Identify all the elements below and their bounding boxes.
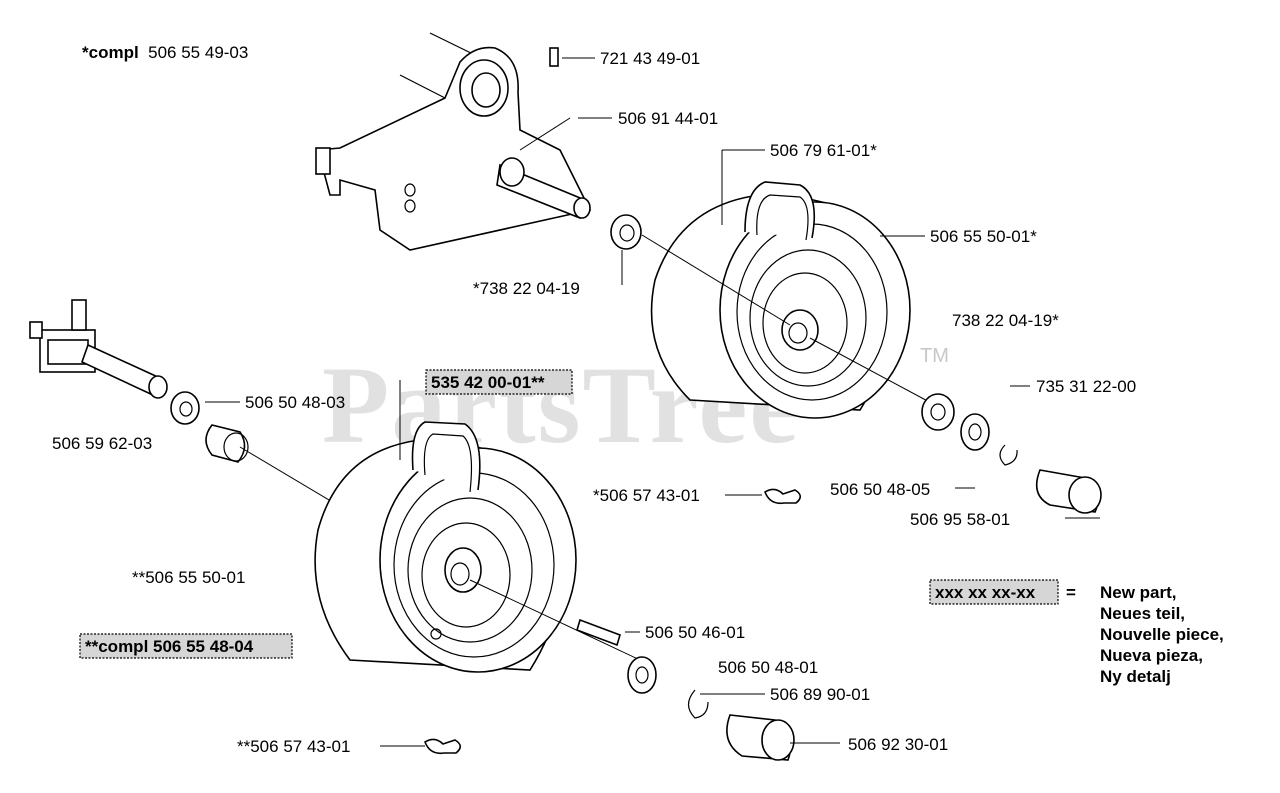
legend-equals: = bbox=[1066, 583, 1076, 602]
legend-line-de: Neues teil, bbox=[1100, 604, 1185, 623]
label-compl-bottom-boxed[interactable]: **compl 506 55 48-04 bbox=[79, 633, 293, 659]
label-bearing-a[interactable]: *738 22 04-19 bbox=[473, 279, 580, 298]
label-washer-right[interactable]: 506 50 48-05 bbox=[830, 480, 930, 499]
label-kit-boxed[interactable]: 535 42 00-01** bbox=[425, 369, 573, 395]
part-labels: *compl 506 55 49-03 721 43 49-01 506 91 … bbox=[52, 43, 1136, 756]
top-wheel bbox=[641, 181, 936, 419]
legend: xxx xx xx-xx = New part, Neues teil, Nou… bbox=[929, 579, 1224, 686]
legend-line-es: Nueva pieza, bbox=[1100, 646, 1203, 665]
washer-bottom-shape bbox=[627, 656, 657, 694]
leader-lines bbox=[205, 57, 1100, 747]
label-compl-bottom-text: **compl 506 55 48-04 bbox=[85, 637, 254, 656]
clip-mid-shape bbox=[764, 488, 802, 505]
bearing-b-shape bbox=[921, 393, 955, 431]
legend-swatch bbox=[929, 579, 1059, 605]
spacer-left-shape bbox=[205, 424, 246, 463]
label-shaft-right[interactable]: 735 31 22-00 bbox=[1036, 377, 1136, 396]
legend-line-sv: Ny detalj bbox=[1100, 667, 1171, 686]
label-washer-bottom[interactable]: 506 50 48-01 bbox=[718, 658, 818, 677]
watermark-tm: TM bbox=[920, 345, 949, 367]
bearing-a-shape bbox=[610, 214, 642, 250]
label-clip-mid[interactable]: *506 57 43-01 bbox=[593, 486, 700, 505]
label-key[interactable]: 506 50 46-01 bbox=[645, 623, 745, 642]
bottom-hub-parts bbox=[576, 618, 795, 761]
retainer-bottom-shape bbox=[687, 689, 709, 719]
left-bracket bbox=[29, 299, 456, 576]
pin-shape bbox=[549, 47, 559, 67]
clip-bottom-shape bbox=[424, 738, 462, 755]
label-cap-right[interactable]: 506 95 58-01 bbox=[910, 510, 1010, 529]
label-clip-bottom[interactable]: **506 57 43-01 bbox=[237, 737, 350, 756]
retainer-right-shape bbox=[999, 444, 1018, 466]
label-pin[interactable]: 721 43 49-01 bbox=[600, 49, 700, 68]
label-compl-top: *compl 506 55 49-03 bbox=[82, 43, 248, 62]
label-tire-b[interactable]: **506 55 50-01 bbox=[132, 568, 245, 587]
label-cap-bottom[interactable]: 506 92 30-01 bbox=[848, 735, 948, 754]
key-shape bbox=[576, 618, 621, 647]
legend-line-en: New part, bbox=[1100, 583, 1177, 602]
label-retainer-bottom[interactable]: 506 89 90-01 bbox=[770, 685, 870, 704]
top-axle bbox=[496, 47, 642, 250]
washer-right-shape bbox=[960, 413, 990, 451]
right-hub-parts bbox=[921, 393, 1102, 514]
legend-placeholder: xxx xx xx-xx bbox=[935, 583, 1036, 602]
washer-left-shape bbox=[170, 391, 200, 425]
top-bracket bbox=[315, 32, 592, 251]
label-bearing-b[interactable]: 738 22 04-19* bbox=[952, 311, 1059, 330]
label-washer-left[interactable]: 506 50 48-03 bbox=[245, 393, 345, 412]
label-axle-bracket[interactable]: 506 91 44-01 bbox=[618, 109, 718, 128]
label-rim-half-a[interactable]: 506 79 61-01* bbox=[770, 141, 877, 160]
label-kit-boxed-text: 535 42 00-01** bbox=[431, 373, 545, 392]
label-bracket-left[interactable]: 506 59 62-03 bbox=[52, 434, 152, 453]
legend-line-fr: Nouvelle piece, bbox=[1100, 625, 1224, 644]
bottom-wheel bbox=[314, 421, 641, 673]
label-tire-a[interactable]: 506 55 50-01* bbox=[930, 227, 1037, 246]
